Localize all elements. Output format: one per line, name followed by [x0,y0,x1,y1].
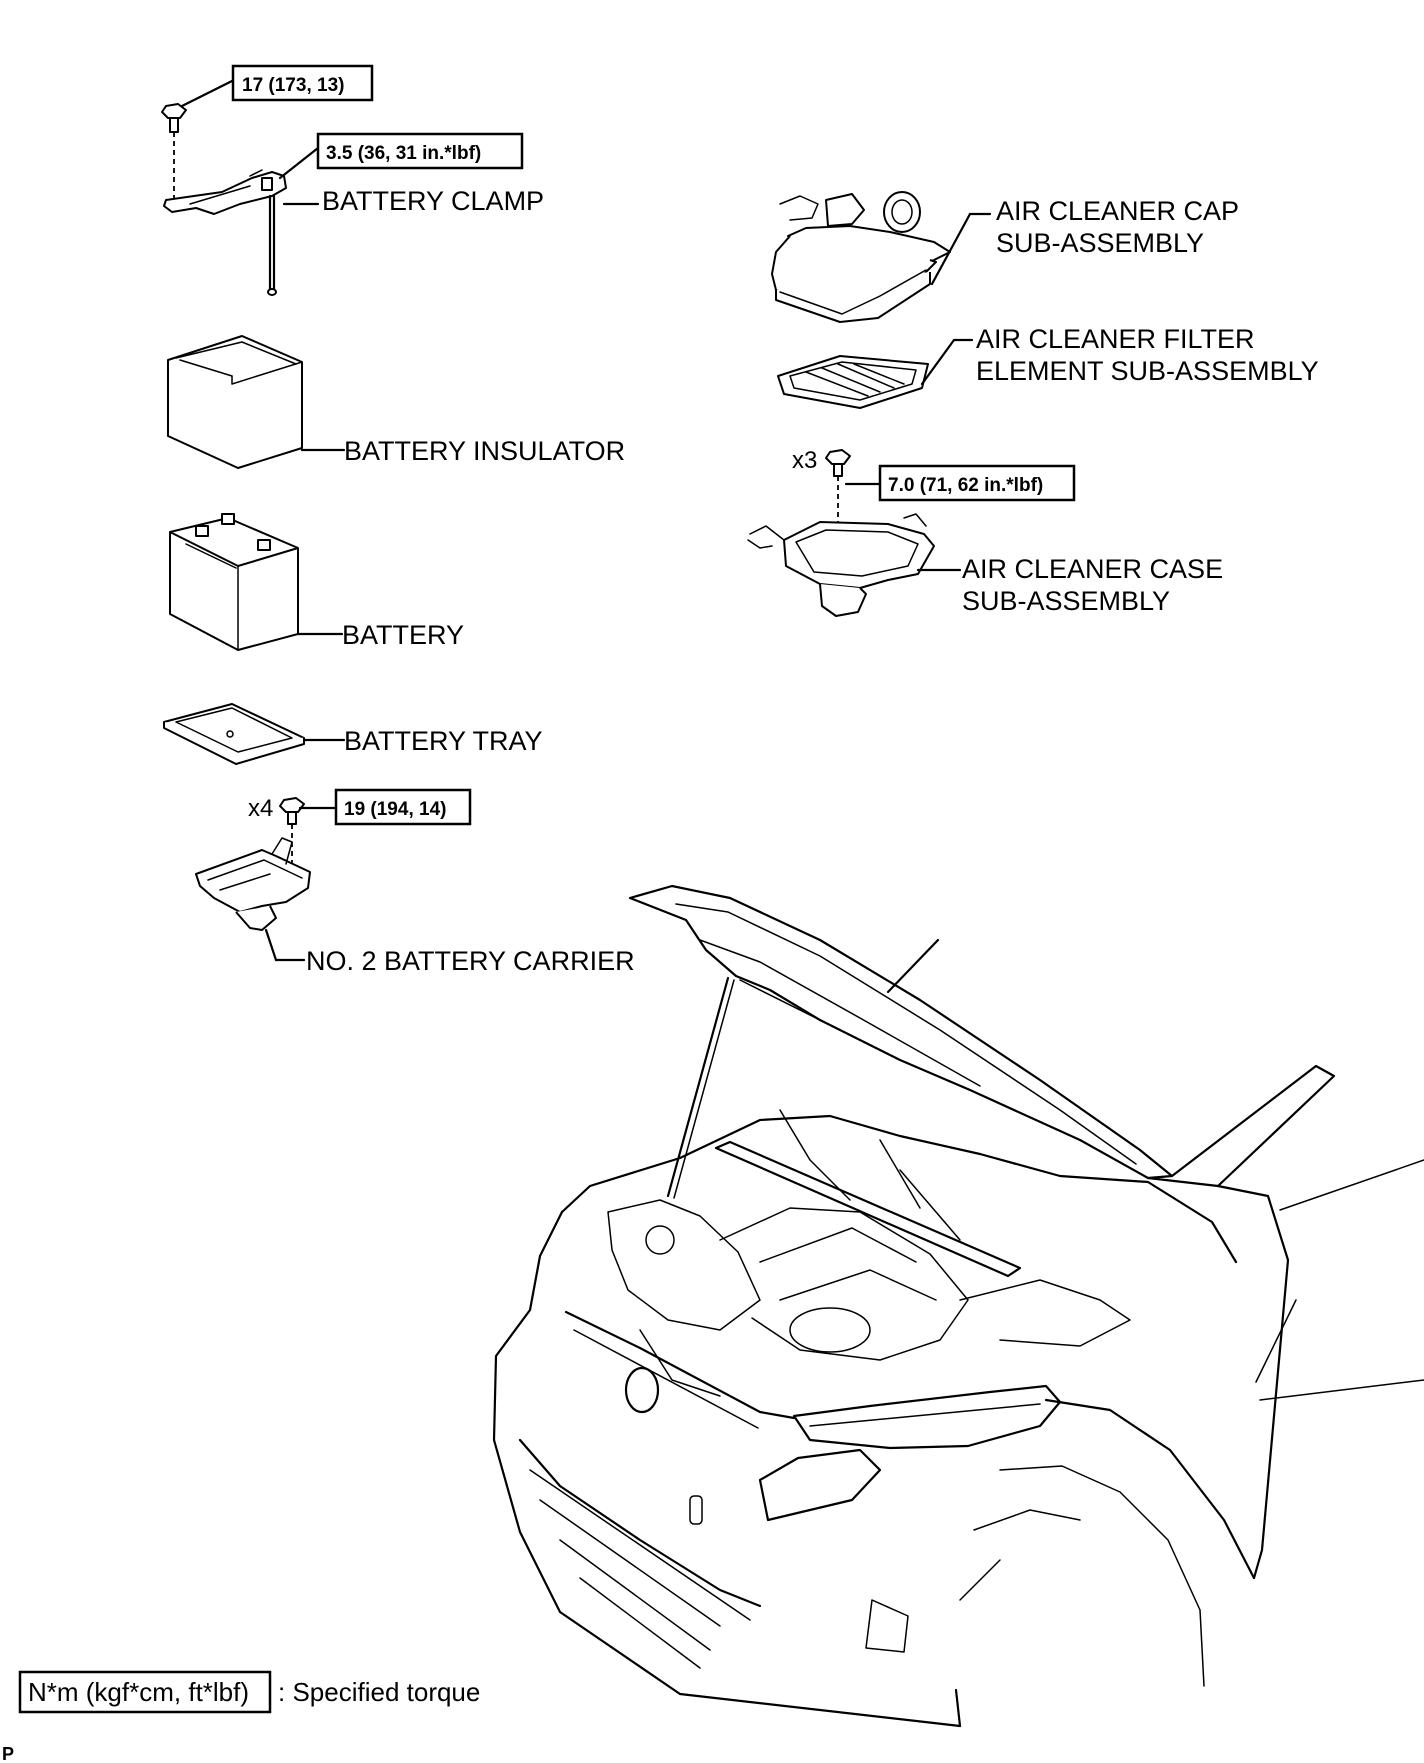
air-cleaner-case-part [747,513,962,617]
label-air-cleaner-cap-2: SUB-ASSEMBLY [996,228,1204,258]
label-air-cleaner-filter-1: AIR CLEANER FILTER [976,324,1255,354]
clamp-bolt [161,78,236,198]
torque-box-clamp-bolt: 17 (173, 13) [231,64,374,102]
battery-clamp-part [163,146,320,296]
vehicle-illustration [492,884,1424,1728]
case-bolt [825,449,882,552]
corner-mark: P [2,1744,14,1763]
torque-carrier-bolt: 19 (194, 14) [344,799,446,820]
air-cleaner-cap-part [771,191,992,323]
air-cleaner-filter-part [777,338,974,409]
label-battery-clamp: BATTERY CLAMP [322,186,544,216]
label-air-cleaner-case-1: AIR CLEANER CASE [962,554,1223,584]
battery-tray-part [163,703,346,765]
legend: N*m (kgf*cm, ft*lbf) : Specified torque [18,1670,480,1714]
qty-case-bolt: x3 [792,447,817,474]
label-air-cleaner-cap-1: AIR CLEANER CAP [996,196,1239,226]
battery-insulator-part [167,335,346,469]
label-battery: BATTERY [342,620,464,650]
torque-box-clamp-nut: 3.5 (36, 31 in.*lbf) [316,132,524,170]
label-battery-insulator: BATTERY INSULATOR [344,436,625,466]
label-battery-tray: BATTERY TRAY [344,726,543,756]
label-air-cleaner-filter-2: ELEMENT SUB-ASSEMBLY [976,356,1319,386]
torque-clamp-bolt: 17 (173, 13) [242,75,344,96]
torque-box-carrier-bolt: 19 (194, 14) [334,788,472,826]
torque-box-case-bolt: 7.0 (71, 62 in.*lbf) [878,464,1076,502]
torque-case-bolt: 7.0 (71, 62 in.*lbf) [888,475,1043,496]
legend-unit-box: N*m (kgf*cm, ft*lbf) [28,1677,249,1707]
legend-description: : Specified torque [278,1677,480,1707]
battery-part [169,513,344,651]
label-air-cleaner-case-2: SUB-ASSEMBLY [962,586,1170,616]
qty-carrier-bolt: x4 [248,795,273,822]
battery-carrier-part [195,837,311,962]
torque-clamp-nut: 3.5 (36, 31 in.*lbf) [326,143,481,164]
label-no2-battery-carrier: NO. 2 BATTERY CARRIER [306,946,635,976]
